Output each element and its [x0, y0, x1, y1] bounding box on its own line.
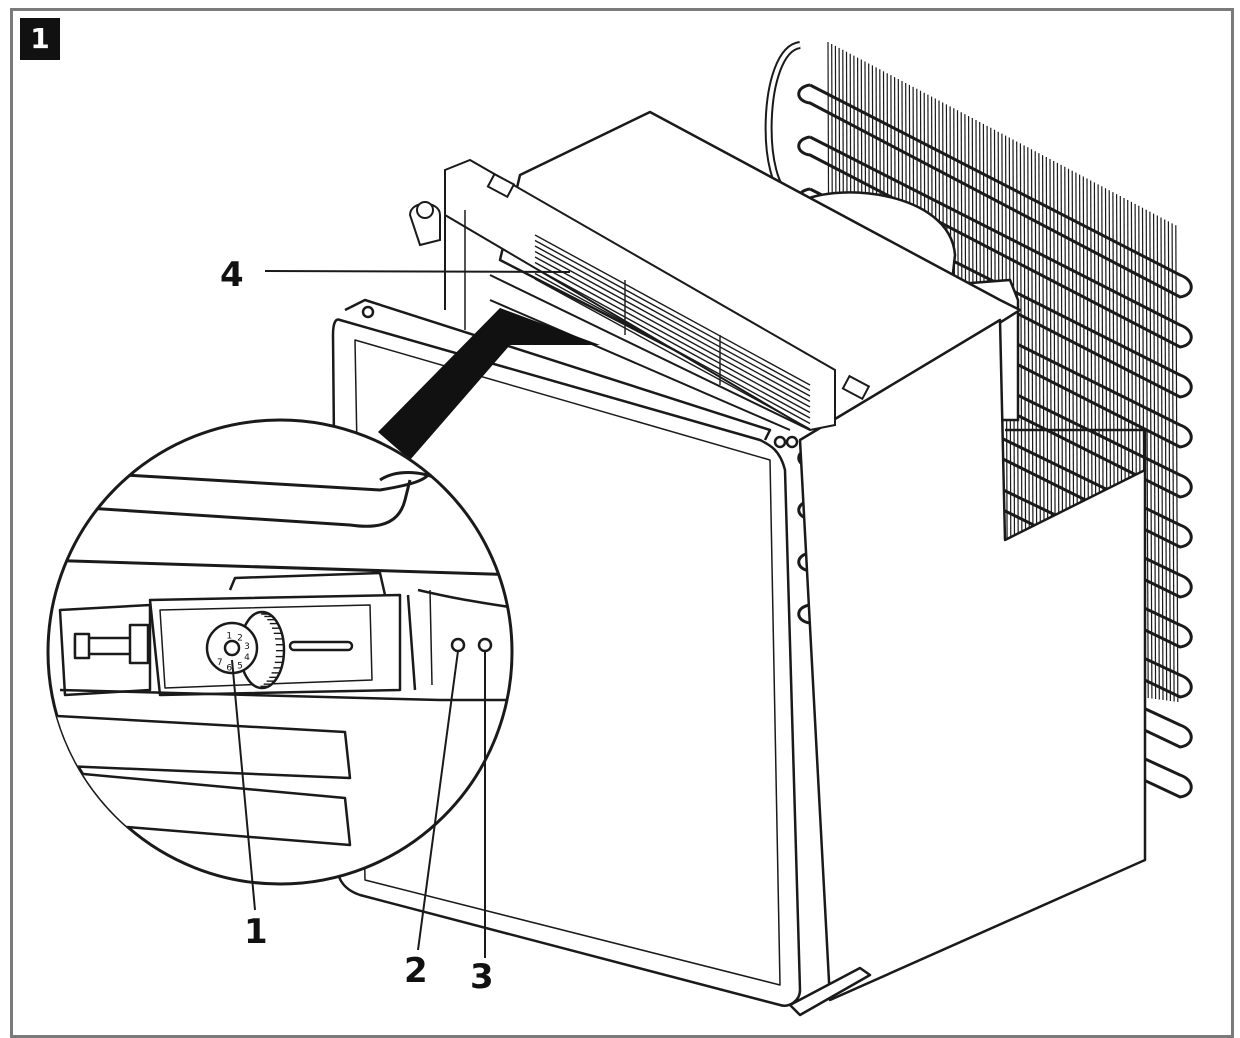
dial-mark-3: 3 — [244, 642, 250, 652]
dial-mark-7: 7 — [217, 658, 223, 668]
figure-number-badge: 1 — [20, 18, 60, 60]
callout-3: 3 — [470, 957, 494, 997]
dial-mark-4: 4 — [244, 653, 250, 663]
cabinet — [331, 110, 1147, 1017]
callout-2: 2 — [404, 951, 428, 991]
callout-4: 4 — [220, 255, 244, 295]
callout-1: 1 — [244, 912, 268, 952]
ventilation-grille — [408, 158, 871, 432]
magnifier-wedge — [378, 308, 600, 460]
leader-lines — [231, 270, 571, 958]
dial-mark-1: 1 — [226, 632, 232, 642]
dial-mark-2: 2 — [237, 634, 243, 644]
dial-mark-6: 6 — [226, 663, 232, 673]
dial-mark-5: 5 — [237, 661, 243, 671]
